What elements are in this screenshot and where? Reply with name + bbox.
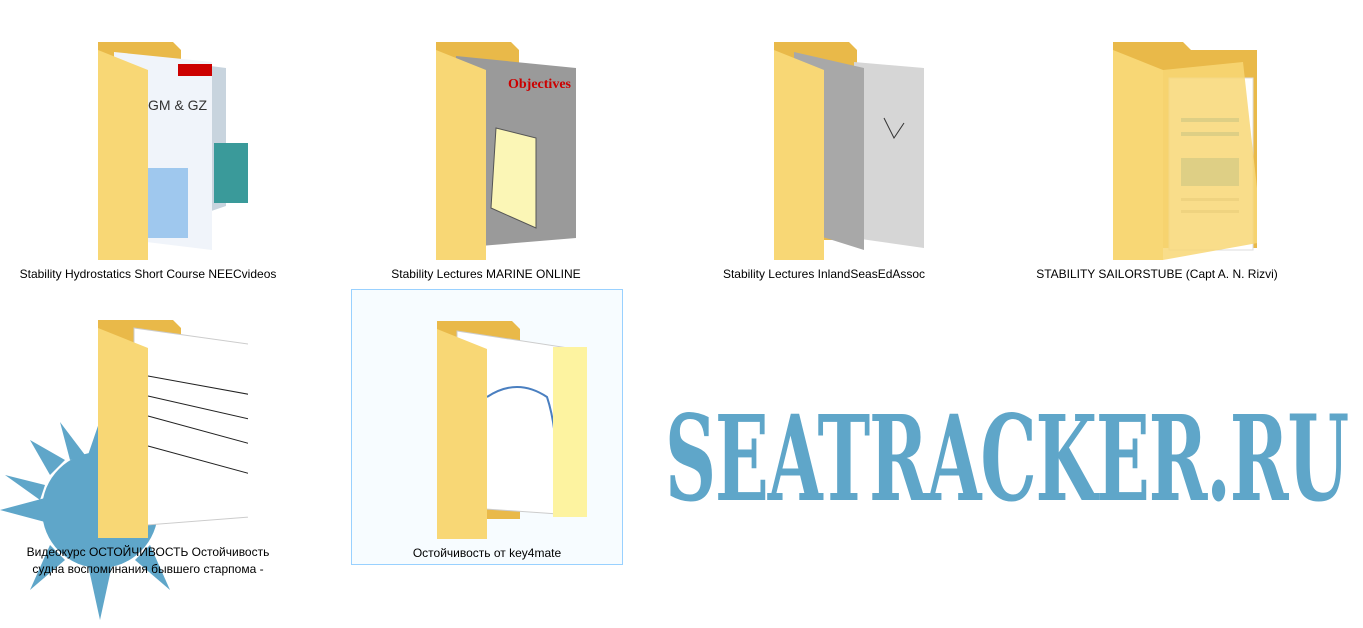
folder-label: Остойчивость от key4mate	[412, 546, 562, 560]
folder-item[interactable]: GM & GZ Stability Hydrostatics Short Cou…	[13, 38, 283, 283]
folder-item-selected[interactable]: Остойчивость от key4mate	[351, 289, 623, 565]
folder-label: Stability Lectures MARINE ONLINE	[391, 267, 581, 281]
thumb-text: GM & GZ	[148, 97, 208, 113]
folder-item[interactable]: Objectives Stability Lectures MARINE ONL…	[351, 38, 621, 283]
watermark-text: SEATRACKER.RU	[665, 389, 1349, 528]
folder-item[interactable]: Видеокурс ОСТОЙЧИВОСТЬ Остойчивость судн…	[13, 316, 283, 578]
folder-item[interactable]: Stability Lectures InlandSeasEdAssoc	[689, 38, 959, 283]
folder-icon	[98, 320, 248, 538]
folder-icon	[774, 42, 924, 260]
thumb-text: Objectives	[508, 77, 572, 92]
folder-label-line2: судна воспоминания бывшего старпома -	[32, 562, 264, 576]
folder-label: STABILITY SAILORSTUBE (Capt A. N. Rizvi)	[1036, 267, 1278, 281]
folder-label: Видеокурс ОСТОЙЧИВОСТЬ Остойчивость судн…	[13, 544, 283, 578]
folder-icon	[437, 321, 587, 539]
folder-label-line1: Видеокурс ОСТОЙЧИВОСТЬ Остойчивость	[26, 545, 270, 559]
folder-item[interactable]: STABILITY SAILORSTUBE (Capt A. N. Rizvi)	[1022, 38, 1292, 283]
folder-label: Stability Lectures InlandSeasEdAssoc	[722, 267, 926, 281]
folder-label: Stability Hydrostatics Short Course NEEC…	[19, 267, 277, 281]
folder-icon	[1113, 42, 1257, 260]
folder-icon: Objectives	[436, 42, 576, 260]
folder-icon: GM & GZ	[98, 42, 248, 260]
